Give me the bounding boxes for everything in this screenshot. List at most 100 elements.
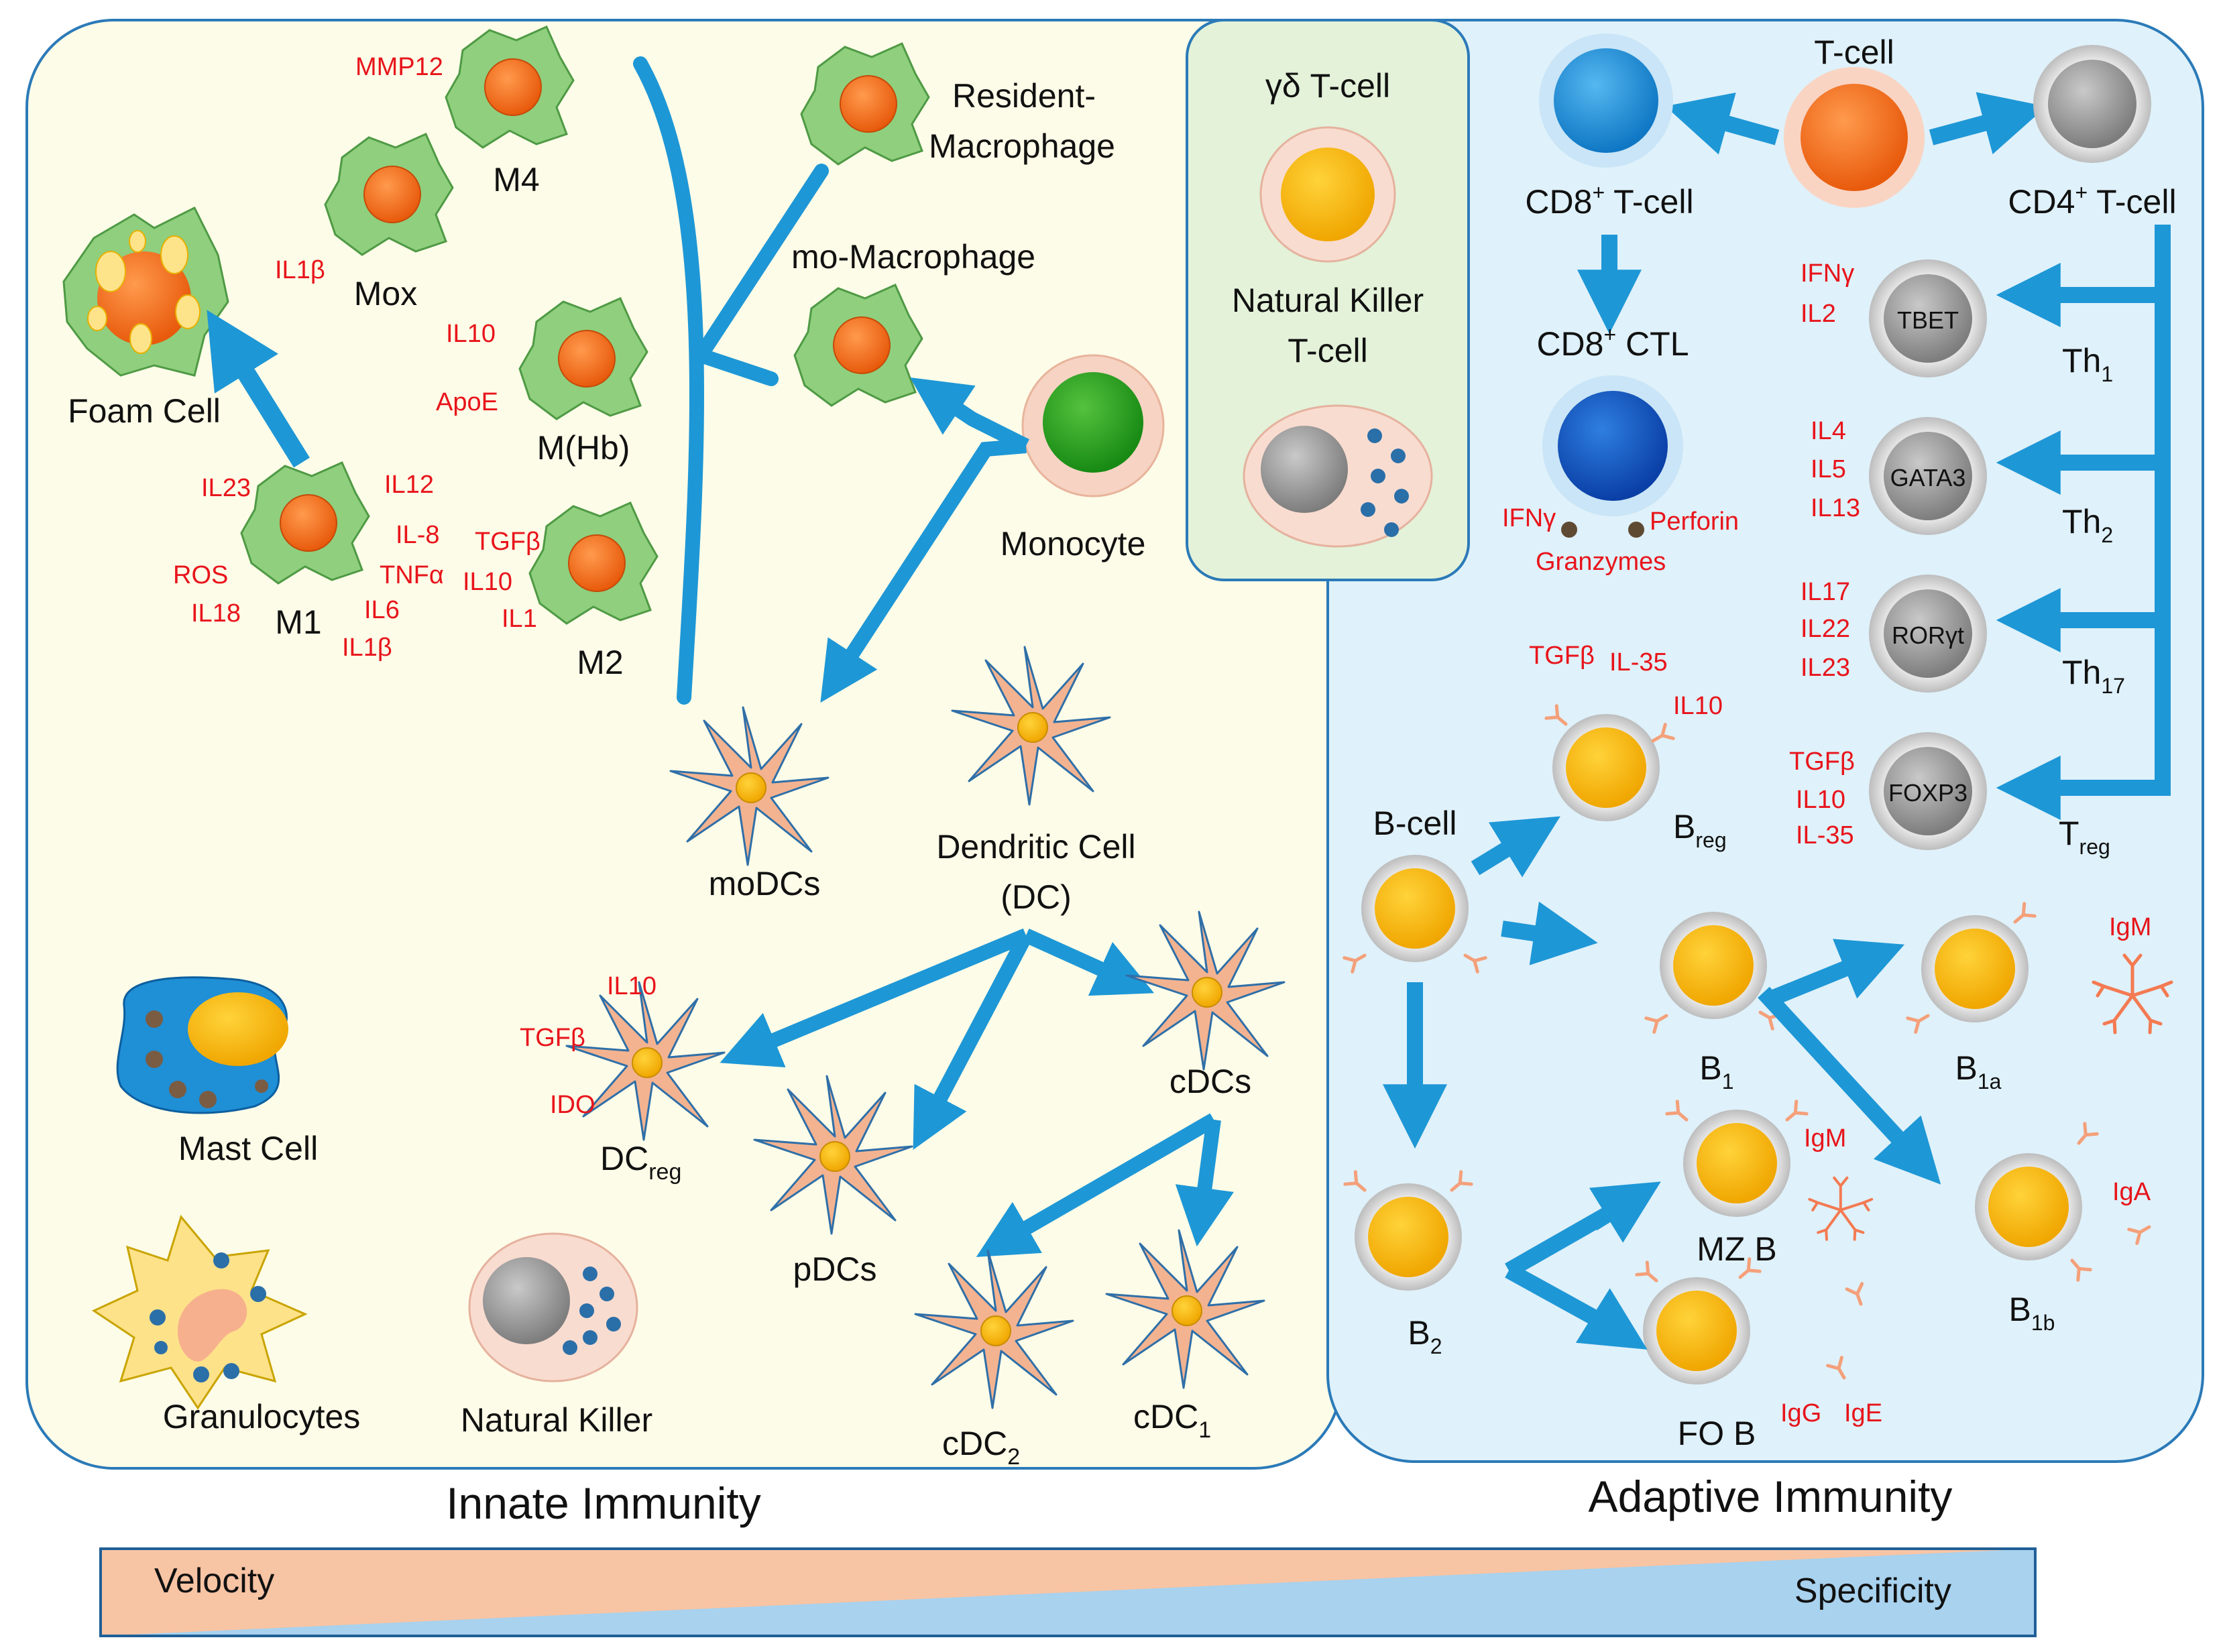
mo-macrophage-label: mo-Macrophage — [791, 238, 1035, 276]
pdcs-label: pDCs — [793, 1250, 876, 1288]
m1-cytokine-1: IL23 — [201, 474, 251, 502]
mox-label: Mox — [354, 275, 417, 312]
arrow-cdcs-to-cdc1 — [1175, 1118, 1235, 1247]
nkt-label-1: Natural Killer — [1232, 282, 1424, 319]
cd4-tcell-label: CD4+ T-cell — [2008, 180, 2176, 221]
ctl-perforin: Perforin — [1650, 508, 1739, 536]
adaptive-panel — [1326, 19, 2204, 1463]
tcell-label: T-cell — [1814, 34, 1894, 71]
th1-tf: TBET — [1897, 306, 1959, 334]
arrow-b2-to-fob — [1575, 1288, 1648, 1350]
innate-immunity-title: Innate Immunity — [446, 1478, 761, 1528]
arrow-m1-to-foam — [207, 310, 310, 468]
adaptive-immunity-title: Adaptive Immunity — [1589, 1472, 1953, 1521]
arrow-tcell-to-cd8 — [1665, 93, 1780, 155]
cd8-tcell — [1539, 34, 1673, 168]
cdc1-label: cDC1 — [1133, 1398, 1211, 1443]
mast-cell-label: Mast Cell — [178, 1130, 318, 1167]
arrow-monocyte-to-modcs — [820, 438, 1027, 703]
arrow-b1-to-b1b — [1758, 986, 1941, 1185]
mast-cell — [116, 976, 288, 1114]
arrow-bcell-to-breg — [1471, 816, 1560, 878]
arrow-dc-to-cdcs — [1023, 928, 1155, 996]
mox-cytokine: IL1β — [275, 256, 325, 284]
th1-cytokine-2: IL2 — [1801, 300, 1836, 328]
arrow-monocyte-to-macrophage — [910, 377, 1029, 453]
dcreg-cytokine-3: IDO — [550, 1091, 595, 1119]
mhb-cytokine-1: IL10 — [446, 320, 496, 348]
cdc2-label: cDC2 — [942, 1425, 1020, 1470]
natural-killer-label: Natural Killer — [461, 1401, 652, 1439]
th17-cytokine-2: IL22 — [1801, 615, 1850, 643]
monocyte-label: Monocyte — [1001, 525, 1146, 563]
granulocyte — [91, 1214, 308, 1410]
m1-cytokine-3: IL-8 — [396, 521, 439, 549]
bracket-connector — [693, 164, 829, 386]
dcreg-label: DCreg — [600, 1140, 681, 1185]
velocity-specificity-scale — [99, 1547, 2037, 1637]
gd-tcell — [1259, 126, 1396, 263]
m1-cytokine-5: ROS — [173, 561, 228, 589]
arrow-b2-to-mzb — [1588, 1181, 1661, 1243]
m4-label: M4 — [493, 161, 539, 198]
m1-cytokine-2: IL12 — [384, 471, 434, 499]
macrophage-bracket — [633, 56, 705, 705]
b1-label: B1 — [1699, 1049, 1733, 1094]
breg-cytokine-2: IL-35 — [1609, 648, 1668, 676]
mhb-label: M(Hb) — [537, 429, 630, 467]
th17-cytokine-1: IL17 — [1801, 578, 1850, 606]
gd-tcell-label: γδ T-cell — [1265, 67, 1390, 105]
treg-cytokine-3: IL-35 — [1796, 821, 1854, 849]
th2-label: Th2 — [2062, 503, 2113, 547]
mzb-label: MZ B — [1697, 1230, 1776, 1268]
natural-killer-cell — [468, 1232, 638, 1382]
mzb-ig-label: IgM — [1804, 1124, 1846, 1153]
ctl-granzymes: Granzymes — [1536, 548, 1666, 576]
b1a-label: B1a — [1955, 1049, 2002, 1094]
dcreg-cytokine-1: IL10 — [607, 972, 657, 1000]
m2-cytokine-3: IL1 — [502, 605, 537, 633]
m2-cytokine-2: IL10 — [463, 568, 512, 596]
cd8-tcell-label: CD8+ T-cell — [1525, 180, 1693, 221]
m4-cytokine: MMP12 — [355, 53, 443, 81]
arrow-dc-to-pdcs — [913, 931, 1033, 1150]
fob-label: FO B — [1678, 1415, 1756, 1452]
cd8-ctl-label: CD8+ CTL — [1536, 322, 1689, 363]
mhb-cytokine-2: ApoE — [436, 388, 498, 416]
specificity-label: Specificity — [1794, 1572, 1951, 1610]
arrow-dc-to-dcreg — [720, 928, 1029, 1067]
b1b-ig-label: IgA — [2112, 1178, 2151, 1206]
th1-cytokine-1: IFNγ — [1801, 259, 1854, 288]
th1-label: Th1 — [2062, 342, 2113, 386]
dcreg-cytokine-2: TGFβ — [520, 1024, 585, 1052]
cdcs-label: cDCs — [1169, 1063, 1251, 1100]
foam-cell-label: Foam Cell — [68, 392, 221, 430]
m2-label: M2 — [577, 644, 623, 681]
tcell — [1784, 67, 1925, 208]
resident-macrophage-label-2: Macrophage — [929, 127, 1115, 165]
fob-ig-2: IgE — [1844, 1399, 1882, 1427]
modcs-label: moDCs — [709, 865, 821, 902]
th17-cytokine-3: IL23 — [1801, 654, 1850, 682]
nkt-cell — [1243, 404, 1433, 548]
th17-label: Th17 — [2062, 654, 2125, 698]
cd8-ctl — [1542, 375, 1683, 538]
th17-tf: RORγt — [1892, 622, 1964, 649]
th2-cytokine-3: IL13 — [1811, 494, 1860, 522]
dendritic-cell-label-1: Dendritic Cell — [936, 828, 1135, 866]
m1-cytokine-4: TNFα — [380, 561, 444, 589]
velocity-label: Velocity — [154, 1561, 274, 1600]
th2-tf: GATA3 — [1890, 464, 1966, 491]
m1-label: M1 — [275, 603, 321, 641]
ctl-ifng: IFNγ — [1502, 504, 1556, 532]
treg-tf: FOXP3 — [1888, 779, 1967, 807]
arrow-bcell-to-b1 — [1501, 901, 1598, 965]
cd4-tcell — [2033, 45, 2151, 163]
breg-cytokine-3: IL10 — [1673, 692, 1723, 720]
arrow-cdcs-to-cdc2 — [976, 1113, 1218, 1257]
th2-cytokine-2: IL5 — [1811, 455, 1846, 483]
arrow-tcell-to-cd4 — [1929, 92, 2047, 155]
breg-label: Breg — [1673, 808, 1727, 852]
